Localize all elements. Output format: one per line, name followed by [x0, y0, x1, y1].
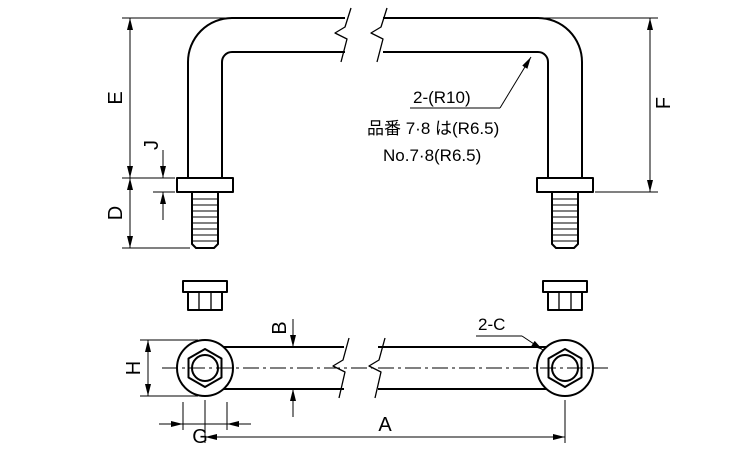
- corner-radius-note-alt: No.7·8(R6.5): [383, 146, 481, 165]
- corner-radius-leader: [499, 56, 532, 109]
- right-boss-circle: [536, 339, 594, 397]
- left-stud: [191, 191, 219, 249]
- left-nut-body: [187, 291, 223, 311]
- right-nut-body: [547, 291, 583, 311]
- chamfer-leader: [521, 335, 544, 351]
- dim-label-h: H: [123, 361, 145, 375]
- left-boss-circle: [176, 339, 234, 397]
- plan-view: B H G A 2-C: [123, 315, 608, 448]
- break-line: [368, 337, 386, 399]
- right-stud-threads: [553, 198, 577, 242]
- left-flange: [176, 177, 234, 193]
- right-boss-bore: [551, 354, 579, 382]
- dim-label-d: D: [105, 206, 127, 220]
- right-flange: [536, 177, 594, 193]
- dim-label-f: F: [653, 97, 675, 109]
- dim-label-a: A: [378, 414, 392, 436]
- handle-inner-right: [383, 51, 549, 178]
- break-line: [332, 337, 350, 399]
- chamfer-note: 2-C: [478, 315, 505, 334]
- dim-label-j: J: [141, 140, 163, 150]
- right-nut: [542, 280, 588, 311]
- front-view: E J D F 2-(R10) 品番 7·8 は(R6.5) No.7·8(R6…: [105, 7, 675, 311]
- left-stud-threads: [193, 198, 217, 242]
- break-line: [334, 7, 352, 63]
- left-nut: [182, 280, 228, 311]
- right-nut-facets: [558, 292, 572, 310]
- dim-label-g: G: [192, 426, 208, 448]
- break-line: [370, 7, 388, 63]
- left-boss-hex: [187, 348, 223, 388]
- left-boss-bore: [191, 354, 219, 382]
- corner-radius-note-jp: 品番 7·8 は(R6.5): [367, 119, 499, 138]
- left-nut-facets: [198, 292, 212, 310]
- handle-outer-left: [187, 17, 345, 178]
- right-nut-flange: [542, 280, 588, 293]
- right-boss-hex: [547, 348, 583, 388]
- dim-label-e: E: [105, 91, 127, 104]
- right-stud: [551, 191, 579, 249]
- handle-inner-left: [221, 51, 345, 178]
- left-nut-flange: [182, 280, 228, 293]
- corner-radius-note: 2-(R10): [413, 88, 471, 107]
- dim-label-b: B: [269, 321, 291, 334]
